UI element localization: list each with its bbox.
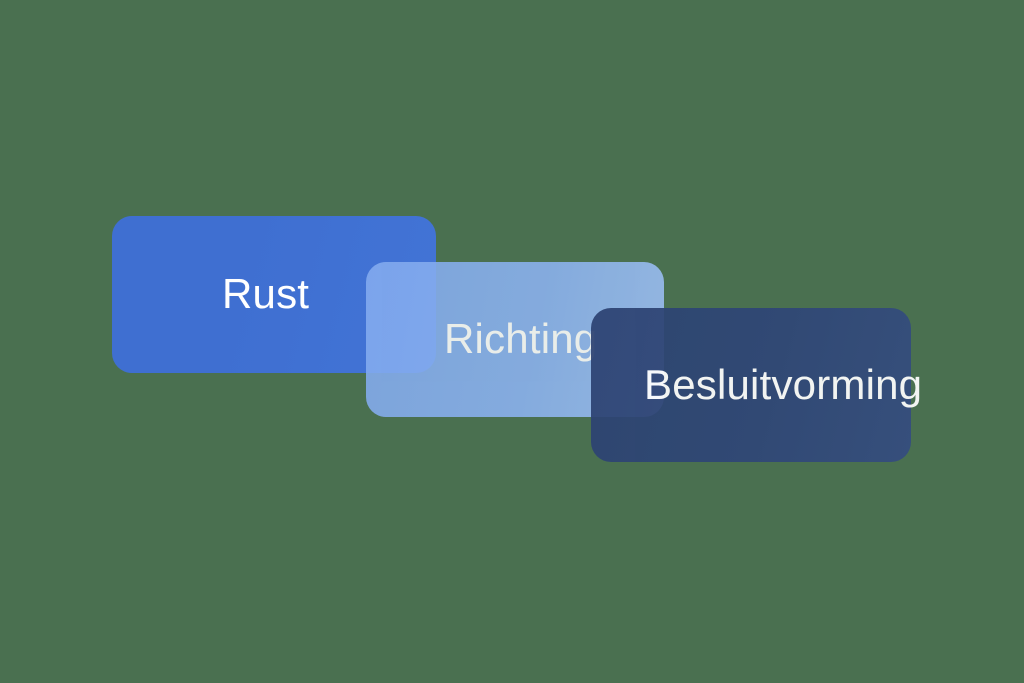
card-besluitvorming-label: Besluitvorming	[644, 360, 923, 408]
card-richting-label: Richting	[444, 315, 598, 363]
card-rust-label: Rust	[222, 270, 310, 318]
card-besluitvorming[interactable]: Besluitvorming	[591, 308, 922, 462]
